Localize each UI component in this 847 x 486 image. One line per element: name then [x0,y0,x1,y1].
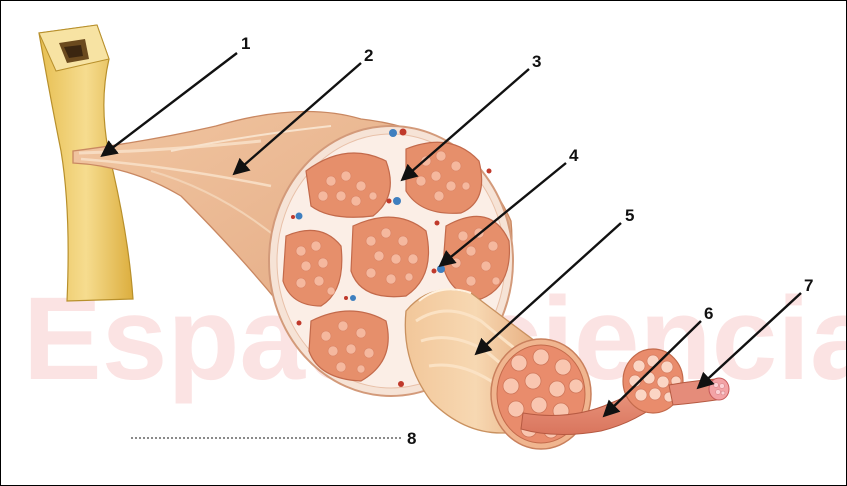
fascicle [306,153,390,217]
label-4: 4 [569,146,579,165]
label-1: 1 [241,34,250,53]
label-7: 7 [804,276,813,295]
label-5: 5 [625,206,634,225]
label-2: 2 [364,46,373,65]
label-3: 3 [532,52,541,71]
label-6: 6 [704,304,713,323]
label-8: 8 [407,429,416,448]
